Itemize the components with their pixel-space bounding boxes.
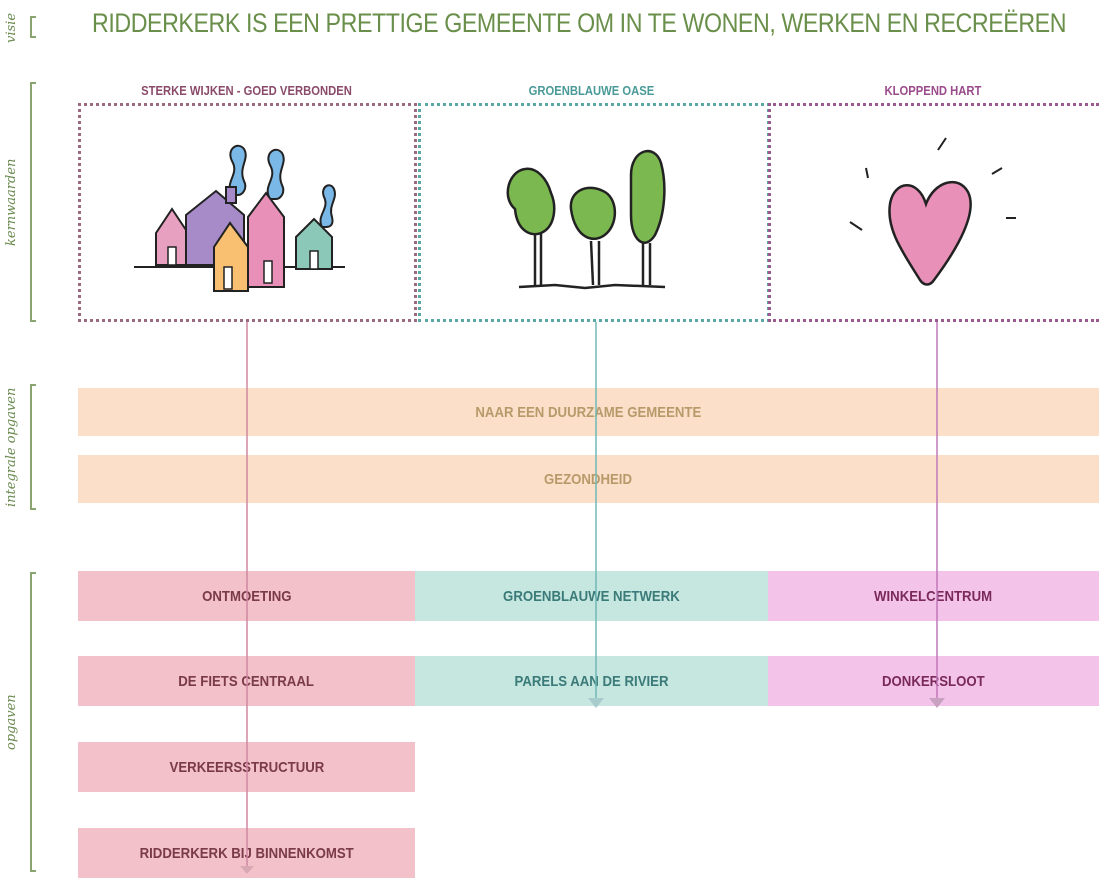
opgave-verkeersstructuur: VERKEERSSTRUCTUUR — [78, 742, 415, 792]
tree-3 — [629, 149, 666, 244]
tree-2 — [569, 186, 616, 241]
houses-illustration — [134, 144, 345, 292]
smoke-2 — [266, 148, 285, 200]
band-gezondheid: GEZONDHEID — [78, 455, 1099, 503]
integrale-label: integrale opgaven — [4, 387, 19, 507]
opgave-donkersloot: DONKERSLOOT — [768, 656, 1099, 706]
integrale-bracket — [30, 384, 36, 510]
column-heading-sterke-wijken: STERKE WIJKEN - GOED VERBONDEN — [141, 84, 352, 98]
kernwaarden-bracket — [30, 82, 36, 322]
heart-illustration — [849, 137, 1016, 286]
kernwaarden-label: kernwaarden — [4, 158, 19, 246]
smoke-3 — [319, 184, 336, 228]
vision-title: RIDDERKERK IS EEN PRETTIGE GEMEENTE OM I… — [92, 8, 1067, 38]
house-teal — [295, 217, 333, 270]
visie-bracket — [30, 16, 36, 38]
tree-1 — [506, 167, 556, 236]
visie-label: visie — [4, 12, 19, 44]
trees-illustration — [506, 149, 666, 290]
column-heading-kloppend-hart: KLOPPEND HART — [884, 84, 982, 98]
panel-sterke-wijken — [78, 103, 417, 322]
opgave-parels-aan-de-rivier: PARELS AAN DE RIVIER — [415, 656, 768, 706]
band-duurzame-gemeente: NAAR EEN DUURZAME GEMEENTE — [78, 388, 1099, 436]
opgaven-label: opgaven — [4, 694, 19, 750]
opgave-ridderkerk-bij-binnenkomst: RIDDERKERK BIJ BINNENKOMST — [78, 828, 415, 878]
opgave-groenblauwe-netwerk: GROENBLAUWE NETWERK — [415, 571, 768, 621]
smoke-1 — [228, 144, 247, 196]
panel-kloppend-hart — [768, 103, 1099, 322]
opgaven-bracket — [30, 572, 36, 872]
opgave-de-fiets-centraal: DE FIETS CENTRAAL — [78, 656, 415, 706]
opgave-winkelcentrum: WINKELCENTRUM — [768, 571, 1099, 621]
opgave-ontmoeting: ONTMOETING — [78, 571, 415, 621]
heart-shape — [888, 180, 972, 286]
column-heading-groenblauwe-oase: GROENBLAUWE OASE — [528, 84, 655, 98]
house-yellow — [213, 221, 249, 292]
